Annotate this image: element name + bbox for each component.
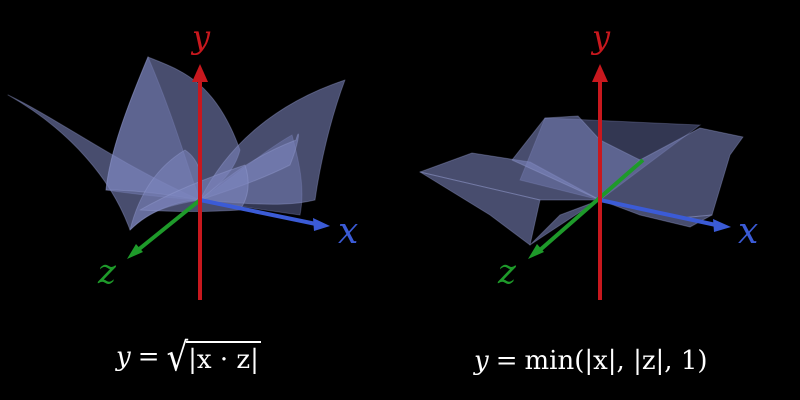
right-z-axis-label: z [497, 252, 517, 292]
left-formula-radicand: |x · z| [186, 341, 261, 375]
right-x-axis [599, 198, 717, 227]
left-z-axis-label: z [97, 252, 117, 292]
left-x-axis [199, 198, 317, 226]
right-x-axis-arrowhead [713, 219, 731, 232]
left-y-axis-arrowhead [192, 64, 208, 82]
right-formula-lhs: y [474, 346, 489, 376]
right-y-axis-label: y [590, 18, 611, 56]
right-x-axis-label: x [738, 211, 758, 252]
right-formula: y=min(|x|, |z|, 1) [474, 346, 708, 376]
left-formula: y=√|x · z| [116, 335, 261, 381]
left-x-axis-arrowhead [313, 218, 330, 231]
left-x-axis-label: x [338, 211, 358, 252]
right-plot: y x z [419, 18, 758, 300]
right-z-axis [538, 158, 645, 252]
left-formula-equals: = [137, 342, 160, 372]
left-z-axis [136, 198, 202, 252]
left-y-axis-label: y [190, 18, 211, 56]
left-formula-lhs: y [116, 342, 131, 372]
right-formula-equals: = [495, 346, 518, 376]
left-plot: y x z [7, 18, 358, 300]
left-z-axis-arrowhead [127, 244, 143, 259]
sqrt-symbol: √ [166, 335, 189, 381]
right-z-axis-arrowhead [528, 244, 544, 259]
left-formula-sqrt: √|x · z| [166, 335, 261, 381]
right-formula-rhs: min(|x|, |z|, 1) [524, 346, 708, 376]
right-y-axis-arrowhead [592, 64, 608, 82]
